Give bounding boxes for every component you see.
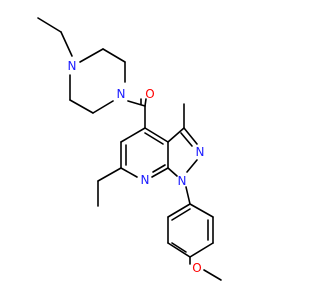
oxygen-atom-label: O [145, 87, 154, 101]
bond [60, 31, 73, 57]
atom-labels: N N O N N N O [68, 59, 205, 275]
bond [203, 269, 222, 281]
bond [167, 167, 178, 177]
bond [151, 167, 169, 178]
bond [185, 186, 191, 205]
bond [180, 132, 193, 147]
nitrogen-atom-label: N [178, 174, 187, 188]
bond [167, 203, 191, 218]
bond [152, 164, 166, 173]
bond-lines [37, 17, 222, 281]
bond [120, 127, 146, 143]
bond [144, 98, 147, 107]
bond [171, 242, 187, 253]
molecule-svg: N N O N N N O [37, 17, 222, 281]
nitrogen-atom-label: N [117, 87, 126, 101]
bond [189, 242, 214, 258]
bond [69, 99, 94, 114]
bond [144, 132, 164, 145]
bond [167, 127, 185, 143]
bond [186, 159, 198, 173]
bond [189, 203, 214, 218]
bond [37, 17, 62, 33]
nitrogen-atom-label: N [68, 59, 77, 73]
bond [97, 167, 122, 182]
bond [102, 48, 126, 63]
structure-diagram: N N O N N N O [37, 17, 222, 281]
bond [171, 208, 191, 221]
nitrogen-atom-label: N [141, 173, 150, 187]
bond [120, 167, 138, 178]
bond [183, 127, 198, 145]
bond [127, 100, 146, 107]
oxygen-atom-label: O [192, 261, 201, 275]
bond [144, 127, 169, 143]
bond [167, 242, 191, 258]
bond [92, 100, 114, 114]
nitrogen-atom-label: N [196, 145, 205, 159]
bond [79, 48, 104, 63]
